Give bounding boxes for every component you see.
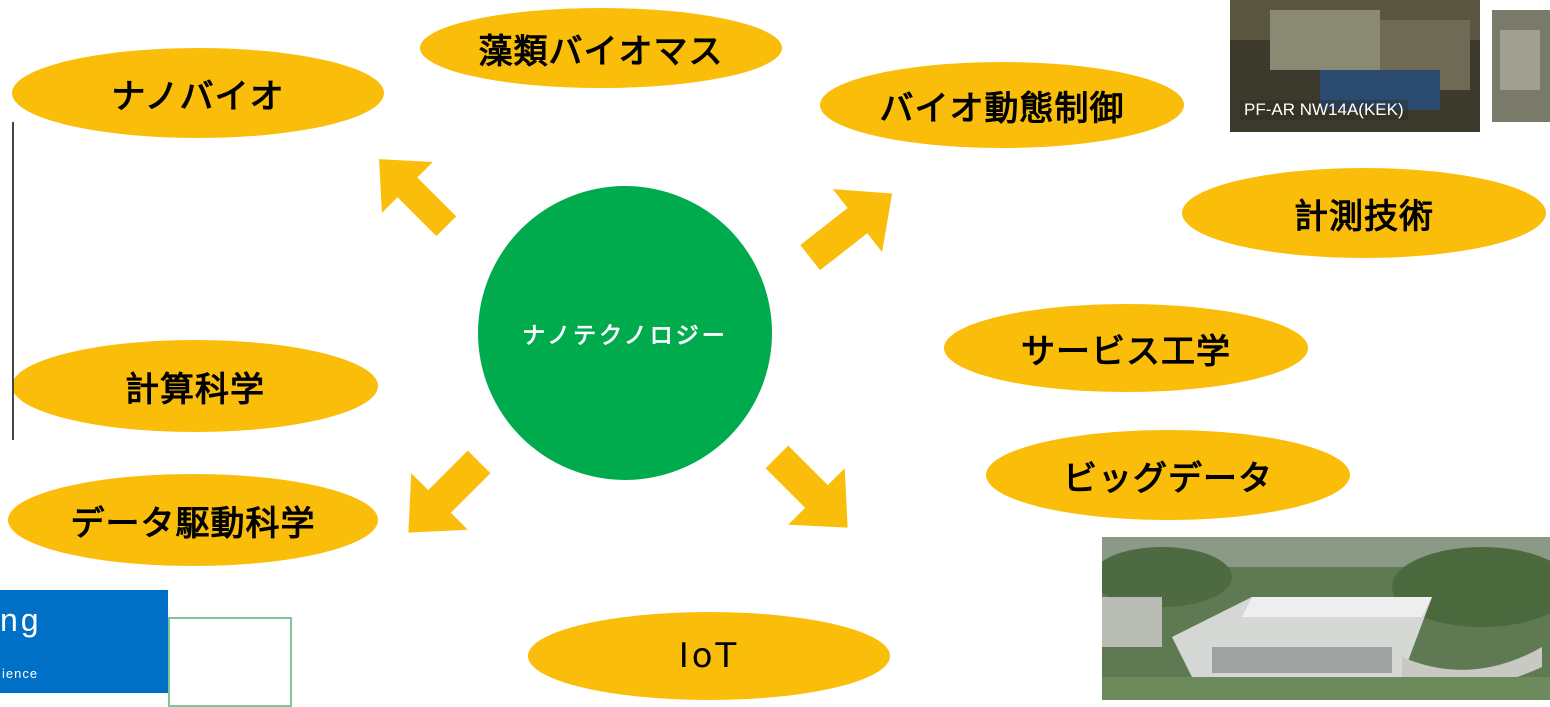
center-nanotechnology: ナノテクノロジー xyxy=(478,186,772,480)
logo-sub-text: ience xyxy=(2,666,39,681)
topic-algae-biomass: 藻類バイオマス xyxy=(420,8,782,88)
topic-bio-dynamic-control: バイオ動態制御 xyxy=(820,62,1184,148)
topic-measurement-technology: 計測技術 xyxy=(1182,168,1546,258)
topic-computational-science: 計算科学 xyxy=(12,340,378,432)
campus-aerial-photo xyxy=(1102,537,1550,700)
outline-box xyxy=(168,617,292,707)
arrow-up-right-shape xyxy=(800,189,893,271)
campus-aerial-illustration xyxy=(1102,537,1550,700)
topic-service-engineering: サービス工学 xyxy=(944,304,1308,392)
arrow-down-left-shape xyxy=(408,450,491,533)
arrow-up-left-shape xyxy=(379,159,457,237)
topic-big-data: ビッグデータ xyxy=(986,430,1350,520)
arrow-down-right-shape xyxy=(765,445,848,528)
logo-main-text: ng xyxy=(0,602,42,638)
topic-nanobio: ナノバイオ xyxy=(12,48,384,138)
beamline-photo-caption: PF-AR NW14A(KEK) xyxy=(1240,100,1408,120)
left-image-frame xyxy=(0,122,14,440)
topic-iot: IoT xyxy=(528,612,890,700)
beamline-photo: PF-AR NW14A(KEK) xyxy=(1230,0,1550,132)
topic-data-driven-science: データ駆動科学 xyxy=(8,474,378,566)
logo-banner: ng ience xyxy=(0,590,168,693)
beamline-photo-illustration xyxy=(1230,0,1550,132)
